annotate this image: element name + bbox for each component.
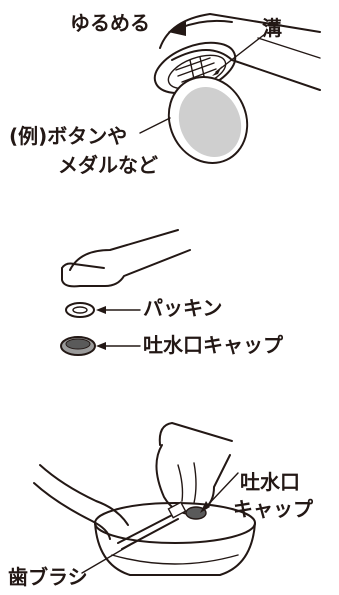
faucet-coin-illustration [139,13,321,164]
cleaning-illustration [33,422,256,576]
rotate-arrow-icon [179,19,233,29]
spout-cap-label-line1: 吐水口 [240,470,300,494]
packing-label: パッキン [143,296,223,320]
example-label-line1: (例)ボタンや [9,124,128,148]
faucet-parts-illustration [60,229,191,356]
example-label-line2: メダルなど [58,153,158,177]
spout-cap-label-line2: キャップ [233,497,313,521]
loosen-label: ゆるめる [70,11,150,35]
toothbrush-label: 歯ブラシ [8,565,88,589]
groove-label: 溝 [262,16,282,40]
spout-cap-label: 吐水口キャップ [143,333,283,357]
